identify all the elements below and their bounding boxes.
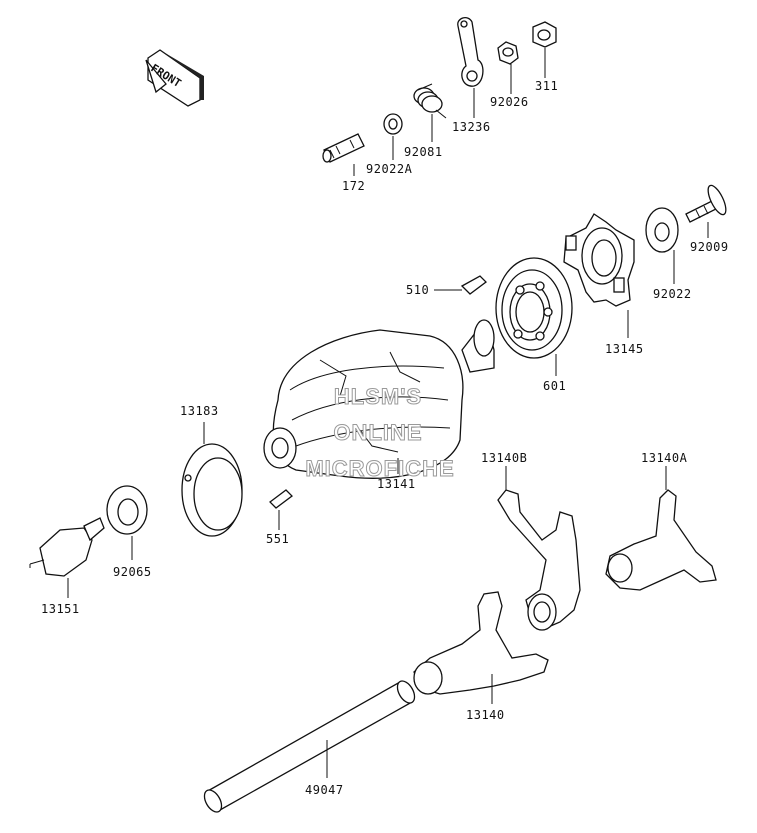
part-13140-fork	[413, 591, 549, 704]
part-13236-lever	[457, 16, 484, 118]
watermark-line-2: ONLINE	[333, 420, 422, 445]
part-13141-shift-drum	[263, 319, 495, 479]
label-92022A: 92022A	[366, 162, 413, 176]
watermark-line-1: HLSM'S	[334, 384, 422, 409]
label-92065: 92065	[113, 565, 152, 579]
front-arrow-icon: FRONT	[145, 49, 204, 107]
label-13183: 13183	[180, 404, 219, 418]
label-92026: 92026	[490, 95, 529, 109]
label-13140A: 13140A	[641, 451, 688, 465]
part-92081-spring	[413, 83, 447, 142]
label-13140B: 13140B	[481, 451, 527, 465]
part-311-nut	[532, 21, 557, 78]
watermark: HLSM'S ONLINE MICROFICHE	[305, 384, 454, 482]
part-92022-washer	[645, 207, 679, 284]
label-13145: 13145	[605, 342, 644, 356]
part-510-key	[434, 275, 487, 295]
label-172: 172	[342, 179, 365, 193]
part-92065-gasket	[106, 485, 148, 560]
part-92026-collar	[497, 41, 519, 94]
label-13151: 13151	[41, 602, 80, 616]
part-551-pin	[269, 489, 293, 530]
label-601: 601	[543, 379, 566, 393]
label-510: 510	[406, 283, 429, 297]
watermark-line-3: MICROFICHE	[305, 456, 454, 481]
part-172-stud	[322, 133, 365, 176]
part-13151-switch	[29, 517, 105, 598]
part-13140B-fork	[497, 466, 581, 631]
part-13183-plate	[181, 422, 243, 537]
part-601-bearing	[495, 257, 573, 376]
part-92022A-washer	[383, 113, 403, 160]
label-13141: 13141	[377, 477, 416, 491]
label-92081: 92081	[404, 145, 443, 159]
part-92009-screw	[685, 184, 727, 238]
part-49047-shaft	[203, 680, 416, 813]
part-labels: 311 92026 13236 92081 92022A 172 92009 9…	[41, 79, 729, 797]
label-92009: 92009	[690, 240, 729, 254]
label-92022: 92022	[653, 287, 692, 301]
label-13140: 13140	[466, 708, 505, 722]
label-49047: 49047	[305, 783, 344, 797]
label-13236: 13236	[452, 120, 491, 134]
part-13145-pin-plate	[563, 213, 635, 338]
label-311: 311	[535, 79, 558, 93]
part-13140A-fork	[605, 466, 717, 591]
label-551: 551	[266, 532, 289, 546]
